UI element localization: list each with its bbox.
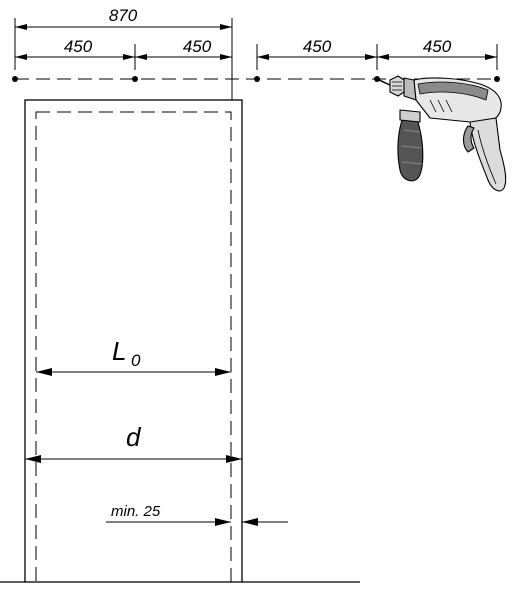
door-frame	[24, 99, 243, 583]
dimension-spacing-3: 450	[257, 37, 377, 60]
min-gap-label: min. 25	[111, 503, 161, 520]
dimension-spacing-2: 450	[135, 37, 232, 60]
opening-width-symbol: L	[112, 336, 126, 366]
dimension-spacing-1: 450	[15, 37, 135, 60]
dimension-total: 870	[15, 6, 232, 30]
drill-point	[12, 76, 18, 82]
power-drill-icon	[376, 75, 507, 192]
dimension-opening-width: L 0	[36, 336, 231, 376]
dimension-spacing-2-label: 450	[183, 37, 212, 56]
dimension-min-gap: min. 25	[106, 503, 288, 526]
dimension-total-label: 870	[109, 6, 138, 25]
dimension-door-width: d	[25, 422, 242, 463]
dimension-spacing-3-label: 450	[303, 37, 332, 56]
opening-width-subscript: 0	[131, 351, 141, 370]
drill-point	[132, 76, 138, 82]
dimension-spacing-4-label: 450	[423, 37, 452, 56]
door-width-symbol: d	[126, 422, 142, 452]
drill-point	[254, 76, 260, 82]
dimension-spacing-4: 450	[377, 37, 497, 60]
drill-point	[494, 76, 500, 82]
door-opening-outline	[35, 111, 232, 583]
dimension-spacing-1-label: 450	[64, 37, 93, 56]
